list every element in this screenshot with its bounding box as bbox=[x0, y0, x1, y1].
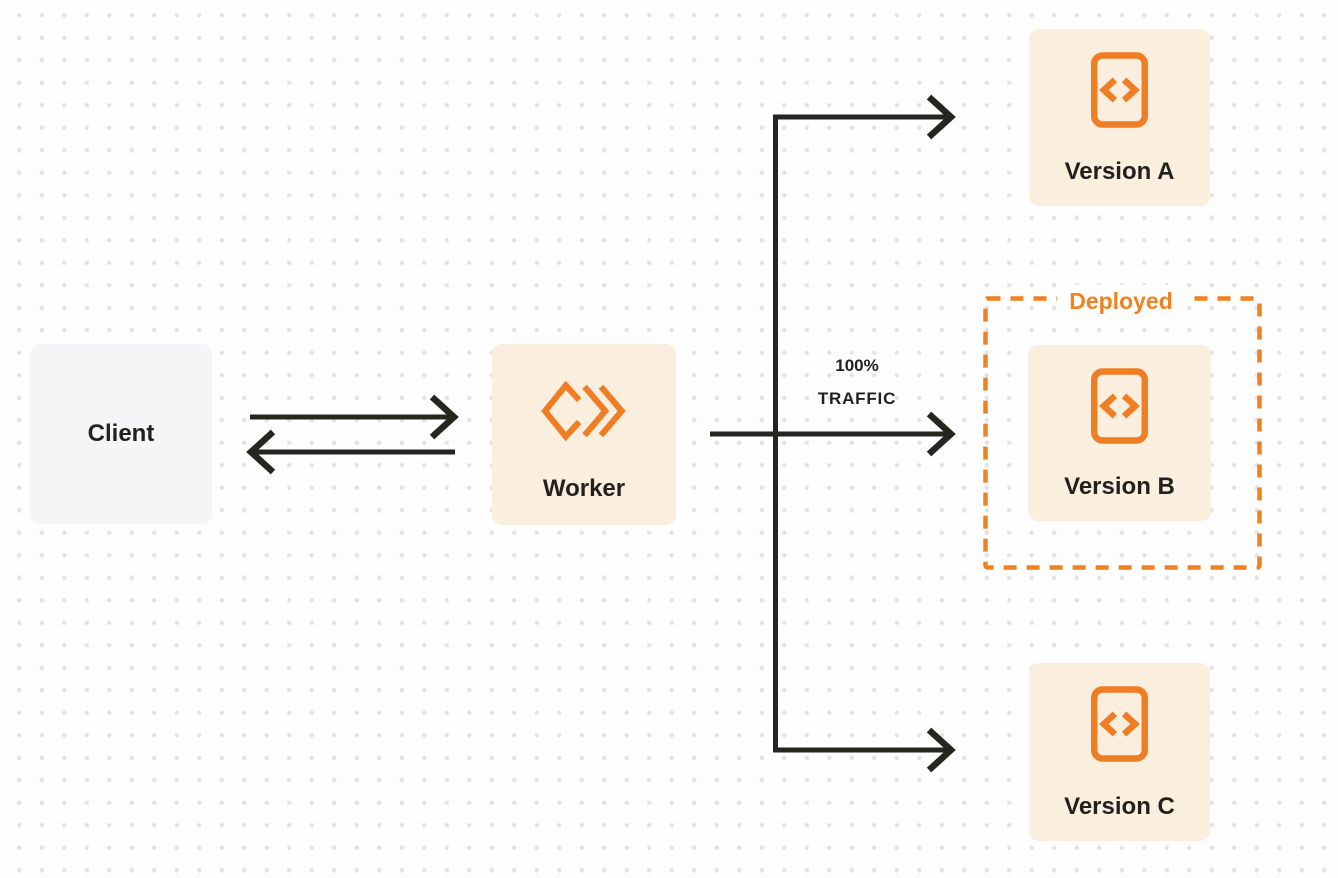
client-node: Client bbox=[30, 344, 212, 524]
arrow-branch-to-version-a bbox=[773, 94, 956, 140]
version-b-node: Version B bbox=[1028, 345, 1211, 521]
arrow-worker-to-client bbox=[246, 429, 455, 475]
arrow-worker-to-version-b bbox=[710, 411, 956, 457]
workers-logo-icon bbox=[541, 380, 626, 442]
version-c-node-label: Version C bbox=[1064, 793, 1175, 820]
version-a-node: Version A bbox=[1029, 29, 1210, 206]
traffic-percent-text: 100% bbox=[835, 356, 879, 375]
deployed-group-label: Deployed bbox=[1057, 285, 1185, 317]
code-file-icon bbox=[1091, 686, 1148, 762]
worker-node-label: Worker bbox=[542, 475, 626, 502]
worker-node: Worker bbox=[492, 344, 676, 525]
version-b-node-label: Version B bbox=[1064, 473, 1175, 500]
arrow-client-to-worker bbox=[250, 394, 459, 440]
traffic-annotation: 100% TRAFFIC bbox=[818, 349, 896, 415]
client-node-label: Client bbox=[87, 420, 155, 447]
code-file-icon bbox=[1091, 52, 1148, 128]
version-c-node: Version C bbox=[1029, 663, 1210, 841]
code-file-icon bbox=[1091, 368, 1148, 444]
arrow-branch-to-version-c bbox=[773, 727, 956, 773]
version-a-node-label: Version A bbox=[1064, 158, 1175, 185]
traffic-word-text: TRAFFIC bbox=[817, 389, 897, 408]
